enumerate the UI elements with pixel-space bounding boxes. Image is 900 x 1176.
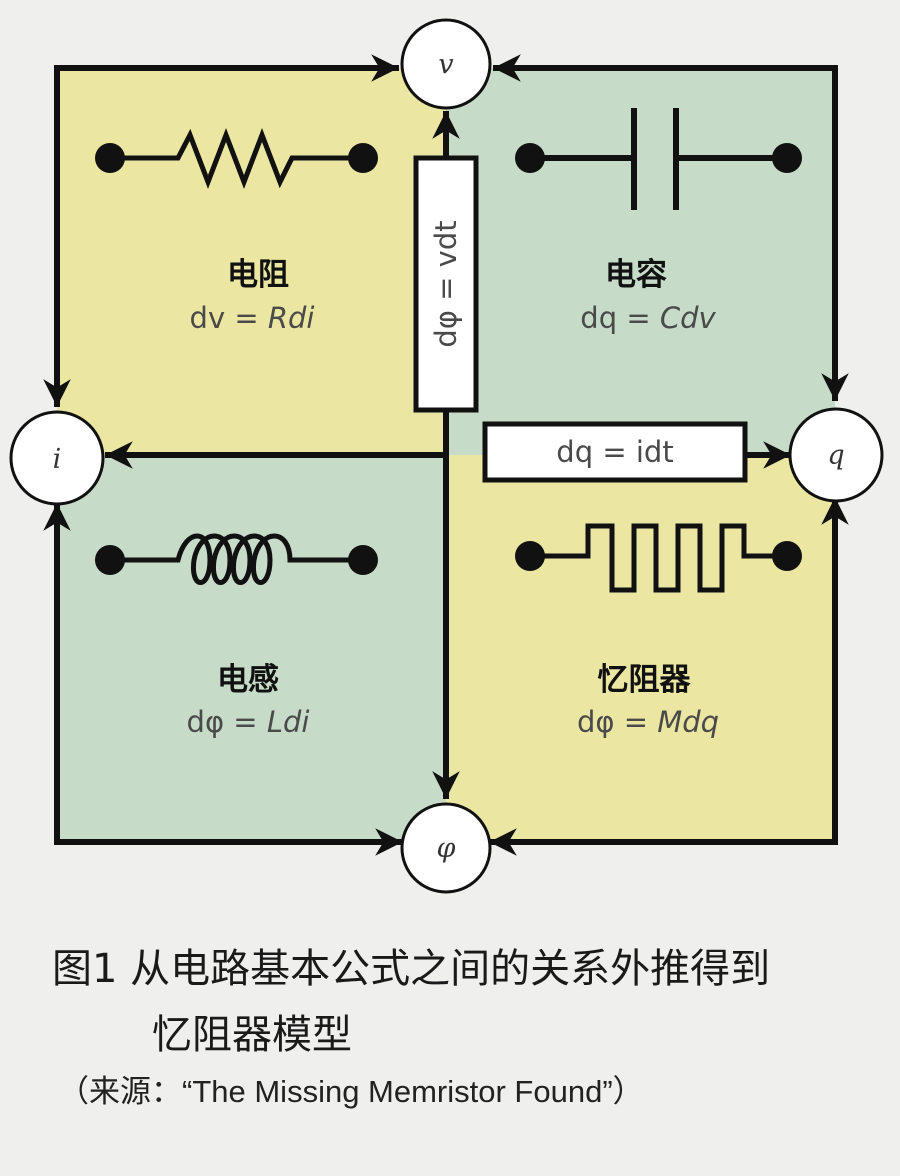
node-v-label: v [438, 49, 453, 80]
quadrant-capacitor-bg [446, 68, 835, 455]
node-phi: φ [400, 802, 492, 894]
node-phi-label: φ [437, 833, 456, 864]
node-i-label: i [53, 444, 62, 475]
memristor-relationship-diagram: dφ = vdt dq = idt v i q φ [9, 18, 884, 894]
memristor-icon [515, 523, 802, 593]
resistor-name: 电阻 [227, 257, 289, 293]
flux-relation-label: dφ = vdt [429, 220, 463, 347]
quadrant-memristor-bg [446, 455, 835, 842]
source-note: （来源：“The Missing Memristor Found”） [58, 1074, 644, 1109]
resistor-icon [95, 128, 378, 189]
capacitor-name: 电容 [605, 257, 667, 293]
inductor-name: 电感 [217, 662, 279, 698]
node-q: q [788, 407, 884, 503]
inductor-icon [95, 533, 378, 585]
caption-line-1: 图1 从电路基本公式之间的关系外推得到 [52, 946, 771, 992]
memristor-equation: dφ = Mdq [577, 705, 719, 739]
caption-line-2: 忆阻器模型 [152, 1012, 352, 1058]
capacitor-equation: dq = Cdv [580, 301, 716, 335]
node-q-label: q [827, 440, 844, 471]
node-i: i [9, 410, 105, 506]
resistor-equation: dv = Rdi [190, 301, 315, 335]
charge-relation-box [482, 421, 748, 483]
capacitor-icon [515, 108, 802, 210]
figure-caption: 图1 从电路基本公式之间的关系外推得到 忆阻器模型 [52, 936, 770, 1068]
flux-relation-box [413, 155, 479, 413]
node-v: v [400, 18, 492, 110]
quadrant-resistor-bg [57, 68, 446, 455]
memristor-name: 忆阻器 [598, 662, 692, 698]
charge-relation-label: dq = idt [556, 435, 673, 469]
quadrant-inductor-bg [57, 455, 446, 842]
inductor-equation: dφ = Ldi [187, 705, 310, 739]
